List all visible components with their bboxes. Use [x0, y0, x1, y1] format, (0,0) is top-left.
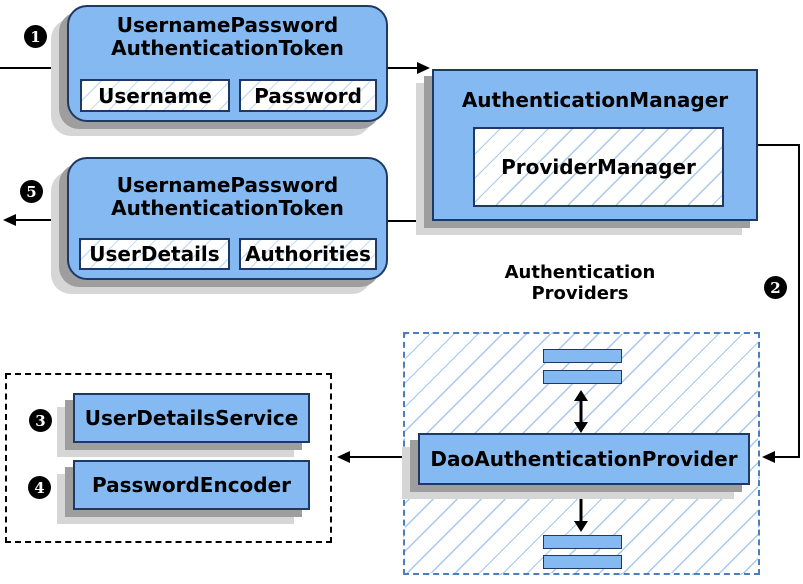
result-token-title-line1: UsernamePassword [116, 173, 339, 197]
authorities-field-box: Authorities [239, 238, 377, 270]
result-token-title: UsernamePassword AuthenticationToken [69, 174, 386, 220]
providers-heading-line2: Providers [531, 283, 629, 304]
request-token-title-line2: AuthenticationToken [111, 36, 344, 60]
step-3-badge: 3 [29, 409, 52, 432]
request-token-title-line1: UsernamePassword [116, 13, 339, 37]
other-provider-bar [543, 535, 622, 549]
services-group-box [5, 373, 332, 543]
other-provider-bar [543, 370, 622, 384]
result-token-title-line2: AuthenticationToken [111, 196, 344, 220]
step-4-badge: 4 [28, 476, 51, 499]
step-2-badge: 2 [764, 276, 787, 299]
authentication-manager-box: AuthenticationManager ProviderManager [432, 69, 758, 221]
result-token-box: UsernamePassword AuthenticationToken Use… [67, 157, 388, 280]
request-token-box: UsernamePassword AuthenticationToken Use… [67, 5, 388, 122]
dao-authentication-provider-box: DaoAuthenticationProvider [418, 433, 750, 485]
arrow-manager-to-dao [758, 144, 800, 463]
other-provider-bar [543, 555, 622, 569]
username-field-box: Username [80, 79, 230, 112]
provider-manager-box: ProviderManager [473, 127, 724, 207]
request-token-title: UsernamePassword AuthenticationToken [69, 14, 386, 60]
step-5-badge: 5 [20, 180, 43, 203]
userdetails-field-box: UserDetails [79, 238, 230, 270]
arrow-result-out [3, 214, 67, 226]
authentication-manager-title: AuthenticationManager [461, 88, 729, 112]
other-provider-bar [543, 349, 622, 363]
providers-heading-line1: Authentication [504, 262, 656, 283]
step-1-badge: 1 [24, 25, 47, 48]
password-field-box: Password [239, 79, 377, 112]
user-details-service-box: UserDetailsService [73, 393, 310, 443]
providers-heading: Authentication Providers [455, 262, 705, 304]
password-encoder-box: PasswordEncoder [73, 460, 310, 510]
arrow-token-to-manager [388, 62, 430, 74]
